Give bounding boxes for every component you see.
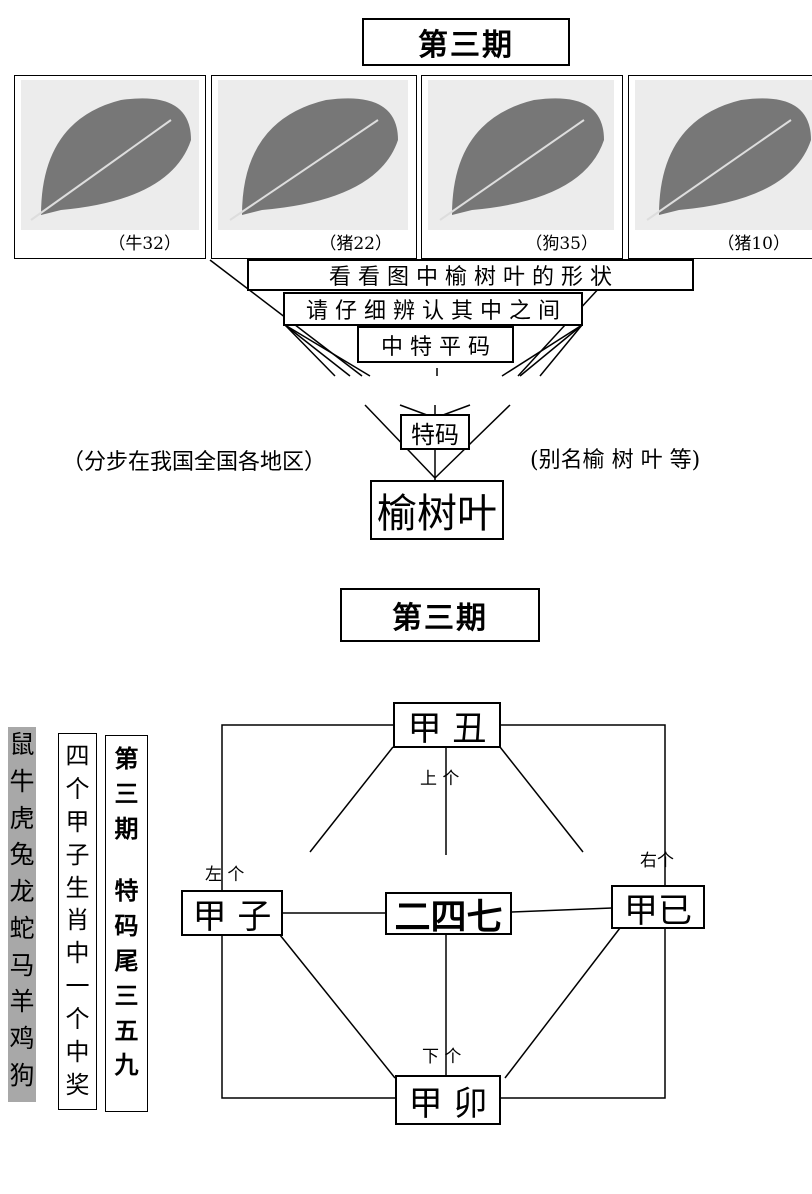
zodiac-char: 龙 [9, 877, 35, 906]
hint-char: 四 [65, 742, 90, 770]
hint-char: 个 [65, 1005, 90, 1033]
zodiac-char: 羊 [9, 987, 35, 1017]
leaf-panel: （狗35） [421, 75, 623, 259]
tail-char: 第 [114, 744, 139, 773]
zodiac-char: 牛 [9, 766, 35, 796]
leaf-label: （猪22） [319, 234, 392, 254]
section2-title: 第三期 [340, 588, 540, 642]
instruction-line-2: 请 仔 细 辨 认 其 中 之 间 [283, 292, 583, 326]
tail-char: 三 [114, 980, 139, 1010]
elm-leaf-image [21, 80, 199, 230]
hint-char: 子 [65, 840, 90, 869]
hint-char: 生 [65, 873, 90, 902]
zodiac-char: 蛇 [9, 913, 35, 943]
tail-char: 码 [114, 911, 139, 941]
zodiac-char: 马 [9, 950, 35, 980]
tail-char: 三 [114, 778, 139, 808]
hint-char: 甲 [65, 807, 90, 836]
hint-char: 中 [65, 939, 90, 968]
elm-leaf-image [635, 80, 812, 230]
zodiac-char: 狗 [9, 1060, 35, 1090]
zodiac-char: 兔 [9, 840, 35, 870]
hint-char: 一 [65, 972, 90, 1001]
leaf-panel: （猪22） [211, 75, 417, 259]
node-center: 二四七 [385, 892, 512, 938]
leaf-panel: （牛32） [14, 75, 206, 259]
edge-label-up: 上 个 [420, 769, 460, 789]
node-top: 甲 丑 [393, 702, 501, 749]
edge-label-down: 下 个 [422, 1047, 462, 1067]
tail-char: 特 [114, 876, 139, 906]
elm-leaf-image [428, 80, 614, 230]
special-code-box: 特码 [400, 414, 470, 450]
answer-box: 榆树叶 [370, 480, 504, 540]
hint-char: 奖 [65, 1070, 90, 1099]
left-note: （分步在我国全国各地区） [62, 450, 327, 475]
right-note: (别名榆 树 叶 等) [530, 448, 701, 473]
zodiac-char: 虎 [9, 803, 35, 833]
tail-char: 尾 [114, 945, 139, 975]
edge-label-right: 右个 [640, 851, 674, 871]
zodiac-column: 鼠 牛 虎 兔 龙 蛇 马 羊 鸡 狗 [8, 727, 36, 1102]
node-bottom: 甲 卯 [395, 1075, 501, 1125]
node-right: 甲已 [611, 885, 705, 931]
section1-title: 第三期 [362, 18, 570, 66]
tail-char: 五 [114, 1015, 139, 1045]
leaf-label: （狗35） [525, 234, 598, 254]
tail-char: 期 [114, 813, 139, 843]
hint-char: 中 [65, 1037, 90, 1066]
tail-column: 第 三 期 特 码 尾 三 五 九 [105, 735, 148, 1112]
hint-column: 四 个 甲 子 生 肖 中 一 个 中 奖 [58, 733, 97, 1110]
instruction-line-1: 看 看 图 中 榆 树 叶 的 形 状 [247, 259, 694, 291]
node-left: 甲 子 [181, 890, 283, 937]
hint-char: 个 [65, 774, 90, 803]
elm-leaf-image [218, 80, 408, 230]
zodiac-char: 鸡 [9, 1024, 35, 1053]
zodiac-char: 鼠 [9, 730, 35, 759]
hint-char: 肖 [65, 906, 90, 935]
leaf-panel: （猪10） [628, 75, 812, 259]
edge-label-left: 左 个 [205, 865, 245, 885]
instruction-line-3: 中 特 平 码 [357, 326, 514, 363]
tail-char: 九 [114, 1050, 139, 1080]
leaf-label: （牛32） [108, 234, 181, 254]
leaf-label: （猪10） [717, 234, 790, 254]
